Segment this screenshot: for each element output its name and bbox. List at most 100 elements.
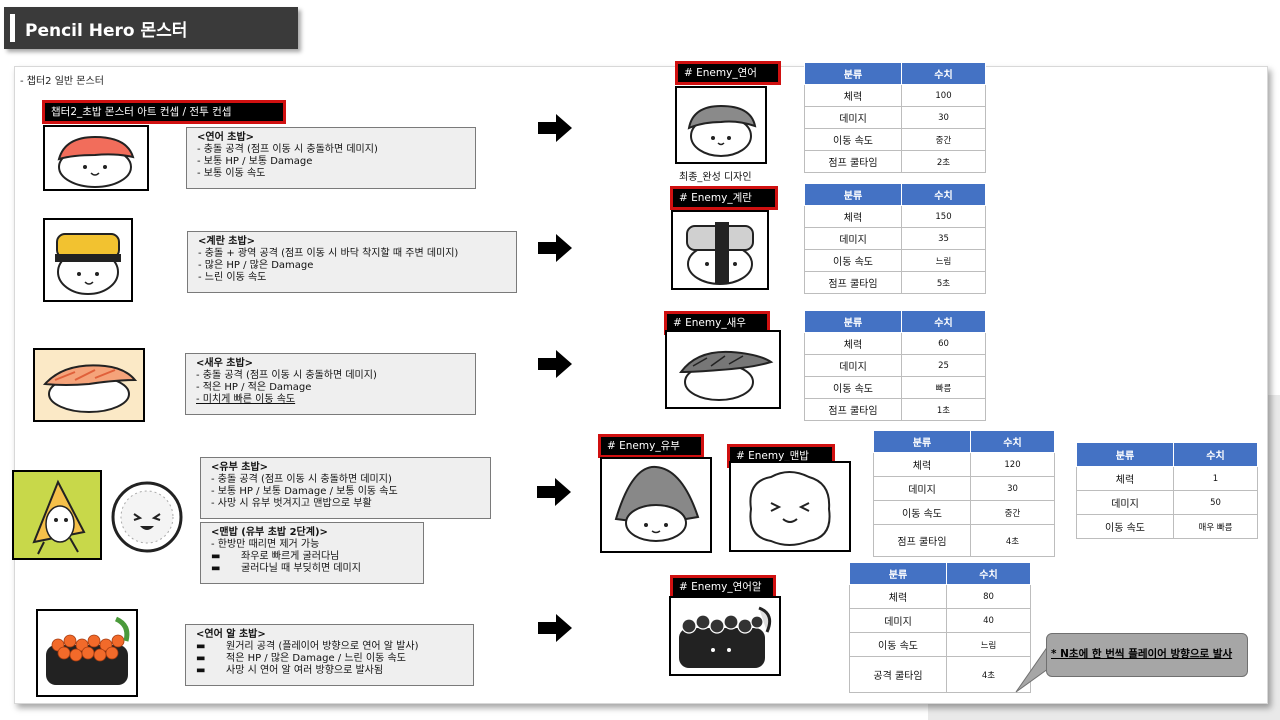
roe-final-image (669, 596, 781, 676)
stat-value: 4초 (970, 524, 1055, 557)
stat-value: 5초 (901, 271, 986, 294)
stat-value: 30 (970, 476, 1055, 501)
salmon-desc-title: <연어 초밥> (197, 132, 255, 143)
shrimp-concept-image (33, 348, 145, 422)
tofu-final-image (600, 457, 712, 553)
rice-concept-image (110, 480, 184, 554)
enemy-label-egg: # Enemy_계란 (670, 186, 778, 210)
salmon-final-image (675, 86, 767, 164)
egg-desc-line: - 충돌 + 광역 공격 (점프 이동 시 바닥 착지할 때 주변 데미지) (198, 248, 459, 259)
table-header-category: 분류 (1076, 442, 1174, 467)
shrimp-desc-line: - 충돌 공격 (점프 이동 시 충돌하면 데미지) (196, 370, 377, 381)
rice-desc-text: 좌우로 빠르게 굴러다님 (241, 551, 340, 562)
stat-name: 이동 속도 (804, 376, 902, 399)
roe-desc-line: ▬사망 시 연어 알 여러 방향으로 발사됨 (196, 665, 384, 676)
stat-value: 25 (901, 354, 986, 377)
stat-name: 점프 쿨타임 (804, 398, 902, 421)
rice-desc-text: 굴러다닐 때 부딪히면 데미지 (241, 563, 361, 574)
enemy-label-roe: # Enemy_연어알 (670, 575, 776, 599)
roe-desc-text: 원거리 공격 (플레이어 방향으로 연어 알 발사) (226, 641, 419, 652)
shrimp-final-image (665, 330, 781, 409)
egg-desc-line: - 많은 HP / 많은 Damage (198, 260, 314, 271)
stat-value: 30 (901, 106, 986, 129)
stat-value: 35 (901, 227, 986, 250)
arrow-right-icon (538, 234, 572, 262)
stat-value: 2초 (901, 150, 986, 173)
tofu-desc-line: - 사망 시 유부 벗겨지고 맨밥으로 부활 (211, 498, 372, 509)
roe-concept-image (36, 609, 138, 697)
roe-desc-title: <연어 알 초밥> (196, 629, 266, 640)
rice-desc-title: <맨밥 (유부 초밥 2단계)> (211, 527, 328, 538)
tofu-description: <유부 초밥> - 충돌 공격 (점프 이동 시 충돌하면 데미지) - 보통 … (200, 457, 491, 519)
page-title: Pencil Hero 몬스터 (25, 20, 188, 41)
shrimp-desc-title: <새우 초밥> (196, 358, 254, 369)
stat-name: 이동 속도 (804, 128, 902, 151)
stat-value: 50 (1173, 490, 1258, 515)
stat-value: 매우 빠름 (1173, 514, 1258, 539)
stat-name: 데미지 (849, 608, 947, 633)
stat-value: 100 (901, 84, 986, 107)
stat-name: 점프 쿨타임 (804, 150, 902, 173)
arrow-right-icon (538, 614, 572, 642)
table-header-category: 분류 (804, 310, 902, 333)
roe-desc-text: 사망 시 연어 알 여러 방향으로 발사됨 (226, 665, 384, 676)
table-header-category: 분류 (804, 62, 902, 85)
rice-desc-line: ▬굴러다닐 때 부딪히면 데미지 (211, 563, 361, 574)
stat-name: 체력 (804, 332, 902, 355)
stat-name: 데미지 (804, 354, 902, 377)
stat-name: 점프 쿨타임 (873, 524, 971, 557)
section-subtitle: - 챕터2 일반 몬스터 (20, 76, 104, 87)
enemy-label-tofu: # Enemy_유부 (598, 434, 704, 458)
tofu-desc-title: <유부 초밥> (211, 462, 269, 473)
table-header-value: 수치 (1173, 442, 1258, 467)
table-header-category: 분류 (804, 183, 902, 206)
stat-name: 이동 속도 (849, 632, 947, 657)
stat-value: 80 (946, 584, 1031, 609)
stat-value: 중간 (970, 500, 1055, 525)
stat-value: 120 (970, 452, 1055, 477)
roe-description: <연어 알 초밥> ▬원거리 공격 (플레이어 방향으로 연어 알 발사) ▬적… (185, 624, 474, 686)
stat-value: 느림 (946, 632, 1031, 657)
stat-value: 느림 (901, 249, 986, 272)
stat-name: 체력 (849, 584, 947, 609)
final-design-caption: 최종_완성 디자인 (679, 172, 752, 183)
title-accent (10, 14, 15, 42)
tofu-concept-image (12, 470, 102, 560)
table-header-category: 분류 (873, 430, 971, 453)
egg-concept-image (43, 218, 133, 302)
stat-name: 점프 쿨타임 (804, 271, 902, 294)
arrow-right-icon (538, 114, 572, 142)
stat-name: 체력 (873, 452, 971, 477)
shrimp-desc-line: - 미치게 빠른 이동 속도 (196, 394, 296, 405)
rice-desc-line: - 한방만 때리면 제거 가능 (211, 539, 320, 550)
shrimp-description: <새우 초밥> - 충돌 공격 (점프 이동 시 충돌하면 데미지) - 적은 … (185, 353, 476, 415)
stat-name: 이동 속도 (873, 500, 971, 525)
rice-description: <맨밥 (유부 초밥 2단계)> - 한방만 때리면 제거 가능 ▬좌우로 빠르… (200, 522, 424, 584)
cooldown-callout: * N초에 한 번씩 플레이어 방향으로 발사 (1046, 633, 1248, 677)
arrow-right-icon (537, 478, 571, 506)
stat-name: 데미지 (1076, 490, 1174, 515)
stat-name: 데미지 (804, 106, 902, 129)
rice-desc-line: ▬좌우로 빠르게 굴러다님 (211, 551, 340, 562)
stat-value: 빠름 (901, 376, 986, 399)
stat-name: 체력 (804, 205, 902, 228)
egg-desc-line: - 느린 이동 속도 (198, 272, 267, 283)
enemy-label-salmon: # Enemy_연어 (675, 61, 781, 85)
roe-desc-line: ▬원거리 공격 (플레이어 방향으로 연어 알 발사) (196, 641, 419, 652)
table-header-value: 수치 (901, 310, 986, 333)
egg-final-image (671, 210, 769, 290)
tofu-desc-line: - 충돌 공격 (점프 이동 시 충돌하면 데미지) (211, 474, 392, 485)
salmon-desc-line: - 보통 HP / 보통 Damage (197, 156, 313, 167)
salmon-description: <연어 초밥> - 충돌 공격 (점프 이동 시 충돌하면 데미지) - 보통 … (186, 127, 476, 189)
table-header-value: 수치 (970, 430, 1055, 453)
table-header-category: 분류 (849, 562, 947, 585)
stat-value: 중간 (901, 128, 986, 151)
shrimp-desc-line: - 적은 HP / 적은 Damage (196, 382, 312, 393)
stat-value: 40 (946, 608, 1031, 633)
table-header-value: 수치 (901, 183, 986, 206)
